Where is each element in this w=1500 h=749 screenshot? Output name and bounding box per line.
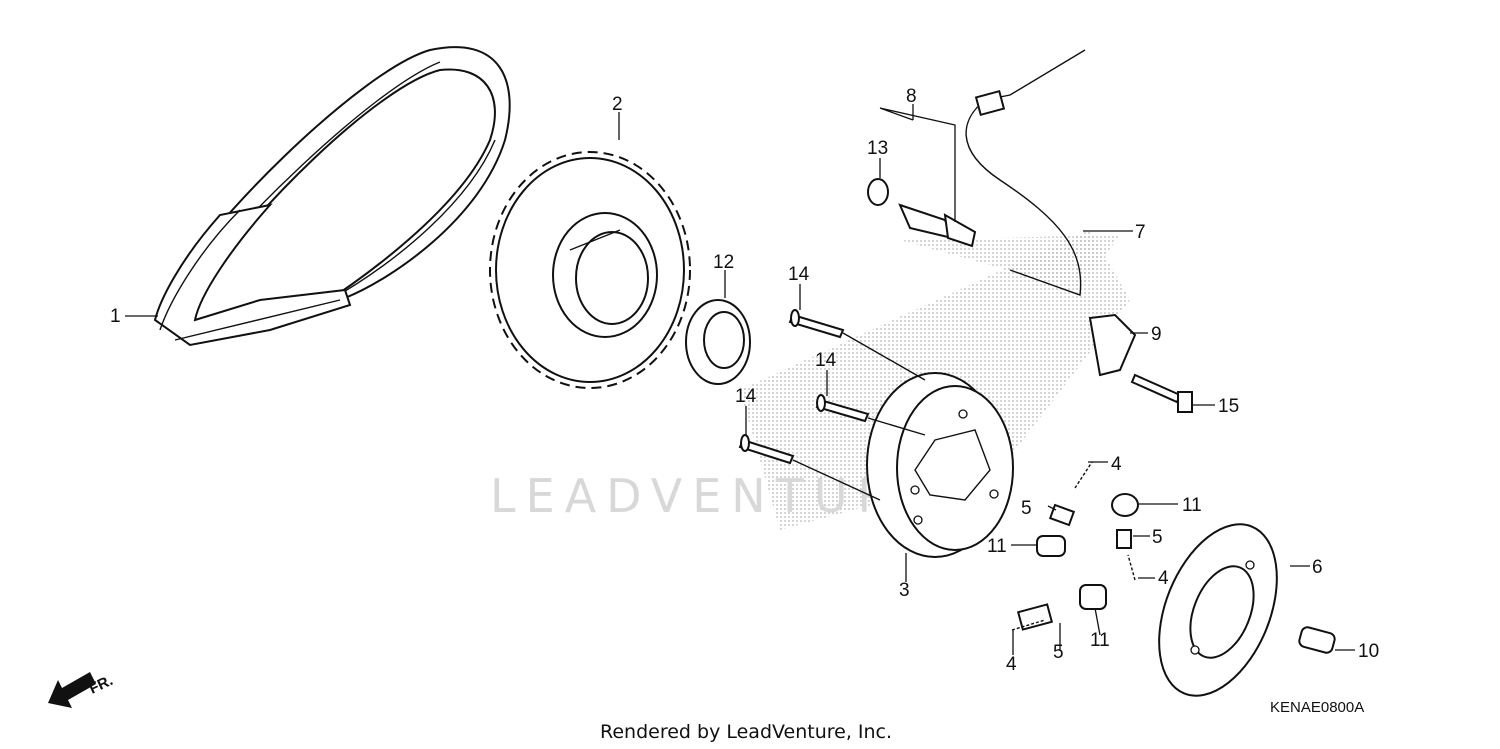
direction-indicator: FR. (48, 672, 116, 708)
callout-14a: 14 (788, 264, 810, 285)
footer-text: Rendered by LeadVenture, Inc. (600, 721, 892, 743)
callout-14b: 14 (815, 350, 837, 371)
callout-10: 10 (1358, 641, 1379, 662)
callout-11c: 11 (1090, 630, 1110, 651)
springs-plungers-rollers (1011, 461, 1139, 631)
callout-15: 15 (1218, 396, 1239, 417)
callout-6: 6 (1312, 557, 1323, 578)
callout-14c: 14 (735, 386, 757, 407)
drive-chain (153, 46, 511, 347)
callout-5b: 5 (1152, 527, 1163, 548)
callout-13: 13 (867, 138, 888, 159)
diagram-code: KENAE0800A (1270, 699, 1364, 716)
clutch-outer (866, 372, 1014, 558)
bolts-14 (738, 309, 926, 501)
callout-8: 8 (906, 86, 917, 107)
bracket (1088, 313, 1193, 413)
oil-seal (685, 299, 751, 385)
arrow-down-left-icon (48, 672, 96, 708)
callout-11b: 11 (1182, 495, 1202, 516)
callout-4b: 4 (1158, 568, 1169, 589)
clutch-plate (1158, 523, 1336, 697)
callout-2: 2 (612, 94, 623, 115)
callout-4a: 4 (1111, 454, 1122, 475)
callout-3: 3 (899, 580, 910, 601)
callout-1: 1 (110, 306, 121, 327)
callout-4c: 4 (1006, 654, 1017, 675)
callout-9: 9 (1151, 324, 1162, 345)
callout-12: 12 (713, 252, 734, 273)
leader-lines (125, 104, 1355, 655)
sprocket (489, 151, 691, 389)
neutral-switch (867, 178, 977, 248)
callout-11a: 11 (987, 536, 1007, 557)
callout-7: 7 (1135, 222, 1146, 243)
callout-5c: 5 (1053, 642, 1064, 663)
watermark-text: LEADVENTURE (490, 469, 939, 523)
callout-5a: 5 (1021, 498, 1032, 519)
sensor-wire (965, 49, 1086, 296)
